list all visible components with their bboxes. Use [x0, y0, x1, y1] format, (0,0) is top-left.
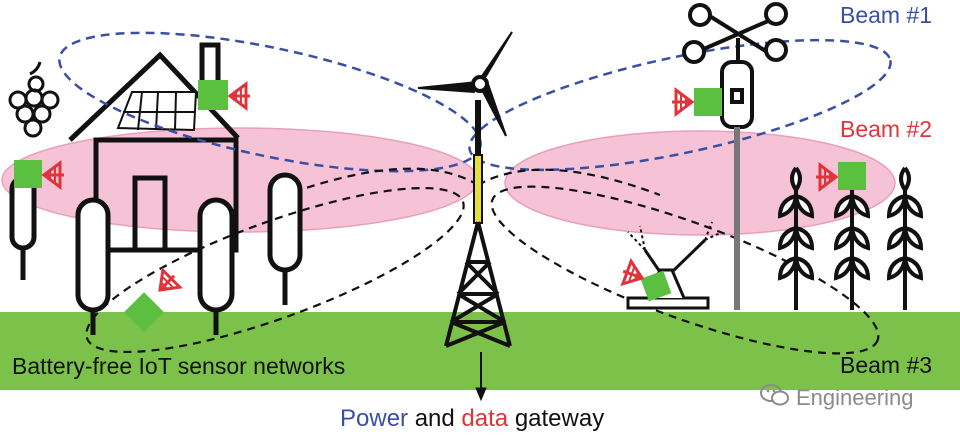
vine-plants: [9, 172, 303, 335]
gateway-label: Power and data gateway: [340, 405, 604, 433]
gateway-rest-text: gateway: [514, 405, 605, 432]
sensor-node-ground: [124, 265, 185, 332]
sensor-node-weather: [670, 88, 722, 116]
gateway-and-text: and: [414, 405, 455, 432]
wind-turbine-tower: [417, 31, 513, 348]
wheat-crops: [777, 166, 924, 310]
sensor-node-left: [14, 160, 66, 189]
wechat-icon: [760, 383, 790, 413]
beam-3-label: Beam #3: [840, 352, 933, 378]
house-icon: [68, 42, 240, 253]
sensor-node-wheat: [814, 162, 866, 191]
beam-2-label: Beam #2: [840, 116, 933, 142]
grapes-icon: [8, 61, 60, 138]
network-label: Battery-free IoT sensor networks: [12, 353, 346, 379]
watermark: Engineering: [760, 383, 913, 413]
weather-station-icon: [682, 2, 788, 310]
gateway-power-text: Power: [340, 405, 409, 432]
gateway-arrow: [475, 352, 487, 402]
sensor-node-roof: [198, 80, 252, 110]
beam-3: [85, 167, 880, 355]
watermark-text: Engineering: [796, 385, 914, 410]
sensor-node-sprinkler: [617, 258, 672, 302]
gateway-data-text: data: [461, 405, 509, 432]
beam-1-label: Beam #1: [840, 2, 933, 28]
